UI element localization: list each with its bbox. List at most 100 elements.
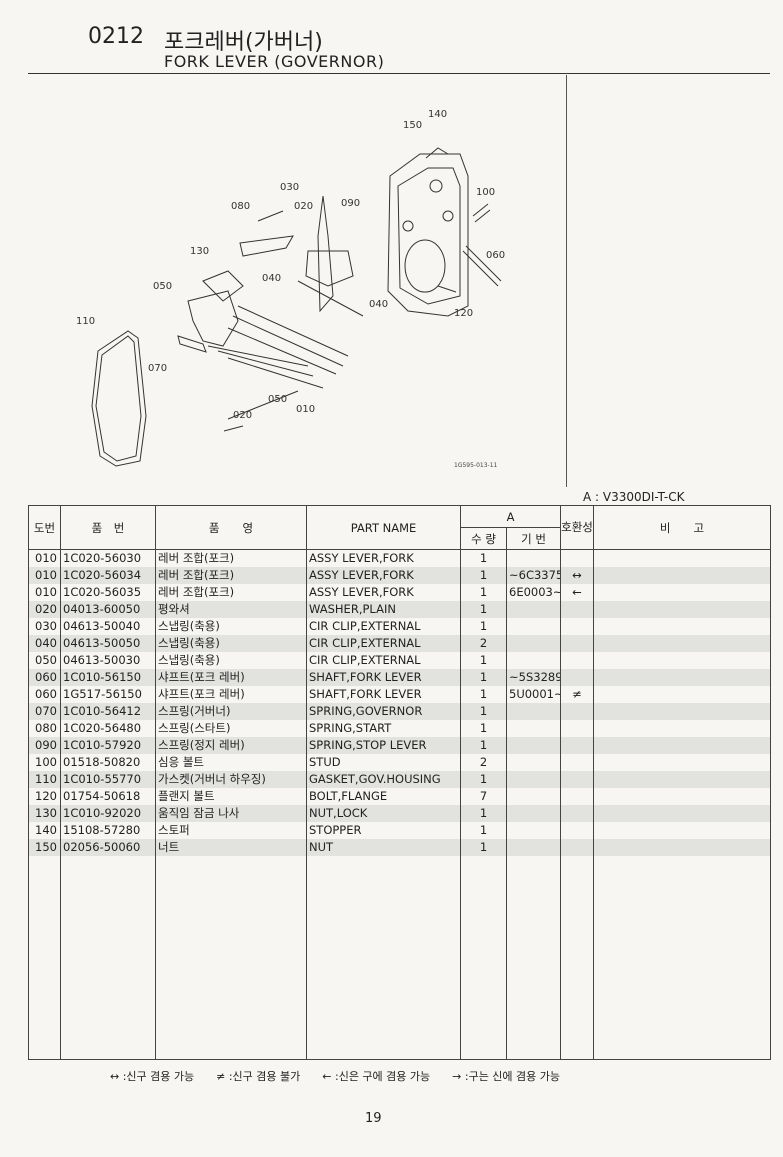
part-name-english: ASSY LEVER,FORK	[306, 549, 461, 567]
part-name-english: SHAFT,FORK LEVER	[306, 685, 461, 703]
serial-range	[506, 617, 561, 635]
interchangeability	[560, 702, 594, 720]
part-name-english: ASSY LEVER,FORK	[306, 583, 461, 601]
callout-100: 100	[476, 187, 495, 198]
part-name-korean: 스프링(정지 레버)	[155, 736, 307, 754]
interchangeability	[560, 821, 594, 839]
interchangeability	[560, 753, 594, 771]
part-number-index: 080	[28, 719, 61, 737]
serial-range	[506, 787, 561, 805]
legend-item: ≠ :신구 겸용 불가	[216, 1070, 301, 1083]
callout-080: 080	[231, 201, 250, 212]
empty-cell	[155, 889, 307, 907]
empty-cell	[593, 1025, 771, 1043]
remarks	[593, 668, 771, 686]
empty-cell	[560, 889, 594, 907]
serial-range	[506, 821, 561, 839]
interchangeability: ←	[560, 583, 594, 601]
part-name-korean: 스냅링(축용)	[155, 617, 307, 635]
part-number: 1C010-92020	[60, 804, 156, 822]
empty-cell	[460, 872, 507, 890]
col-remarks: 비 고	[593, 505, 771, 550]
interchangeability	[560, 668, 594, 686]
empty-cell	[506, 1025, 561, 1043]
part-name-english: BOLT,FLANGE	[306, 787, 461, 805]
part-name-korean: 심응 볼트	[155, 753, 307, 771]
part-name-korean: 움직임 잠금 나사	[155, 804, 307, 822]
col-no: 도번	[28, 505, 61, 550]
part-number: 15108-57280	[60, 821, 156, 839]
part-number: 01754-50618	[60, 787, 156, 805]
empty-cell	[28, 1008, 61, 1026]
empty-cell	[306, 1042, 461, 1060]
part-number-index: 150	[28, 838, 61, 856]
remarks	[593, 719, 771, 737]
part-number-index: 060	[28, 685, 61, 703]
empty-cell	[306, 1025, 461, 1043]
callout-090: 090	[341, 198, 360, 209]
exploded-parts-diagram: 140 150 100 030 080 020 090 060 130 040 …	[76, 109, 505, 469]
empty-cell	[593, 991, 771, 1009]
empty-cell	[28, 957, 61, 975]
empty-cell	[155, 957, 307, 975]
empty-row	[28, 940, 771, 958]
empty-cell	[60, 974, 156, 992]
part-name-korean: 레버 조합(포크)	[155, 549, 307, 567]
interchangeability: ≠	[560, 685, 594, 703]
empty-cell	[306, 940, 461, 958]
remarks	[593, 549, 771, 567]
part-number-index: 060	[28, 668, 61, 686]
diagram-divider	[566, 75, 567, 487]
callout-labels: 140 150 100 030 080 020 090 060 130 040 …	[76, 109, 505, 421]
title-korean: 포크레버(가버너)	[164, 30, 323, 55]
empty-cell	[155, 1025, 307, 1043]
empty-cell	[28, 974, 61, 992]
empty-cell	[60, 889, 156, 907]
empty-cell	[560, 1042, 594, 1060]
part-number: 01518-50820	[60, 753, 156, 771]
empty-row	[28, 991, 771, 1009]
serial-range	[506, 719, 561, 737]
header-rule	[28, 73, 770, 74]
empty-cell	[506, 889, 561, 907]
interchangeability	[560, 770, 594, 788]
interchangeability	[560, 804, 594, 822]
part-number: 1G517-56150	[60, 685, 156, 703]
col-name-ko: 품 영	[155, 505, 307, 550]
interchangeability	[560, 600, 594, 618]
page-number: 19	[365, 1111, 382, 1126]
empty-row	[28, 1025, 771, 1043]
empty-cell	[28, 889, 61, 907]
empty-row	[28, 957, 771, 975]
empty-cell	[155, 906, 307, 924]
part-name-korean: 스프링(거버너)	[155, 702, 307, 720]
empty-cell	[306, 855, 461, 873]
part-name-english: WASHER,PLAIN	[306, 600, 461, 618]
empty-cell	[60, 1008, 156, 1026]
empty-cell	[306, 991, 461, 1009]
empty-row	[28, 1008, 771, 1026]
callout-050-lower: 050	[268, 394, 287, 405]
empty-cell	[28, 872, 61, 890]
callout-060: 060	[486, 250, 505, 261]
part-name-korean: 레버 조합(포크)	[155, 566, 307, 584]
part-number: 1C010-56150	[60, 668, 156, 686]
serial-range	[506, 651, 561, 669]
remarks	[593, 787, 771, 805]
part-name-english: NUT	[306, 838, 461, 856]
empty-cell	[593, 906, 771, 924]
empty-row	[28, 906, 771, 924]
callout-150: 150	[403, 120, 422, 131]
callout-040-upper: 040	[262, 273, 281, 284]
remarks	[593, 651, 771, 669]
quantity: 1	[460, 651, 507, 669]
empty-cell	[306, 957, 461, 975]
part-number-index: 010	[28, 549, 61, 567]
quantity: 1	[460, 583, 507, 601]
quantity: 1	[460, 719, 507, 737]
empty-cell	[460, 923, 507, 941]
part-name-korean: 샤프트(포크 레버)	[155, 685, 307, 703]
